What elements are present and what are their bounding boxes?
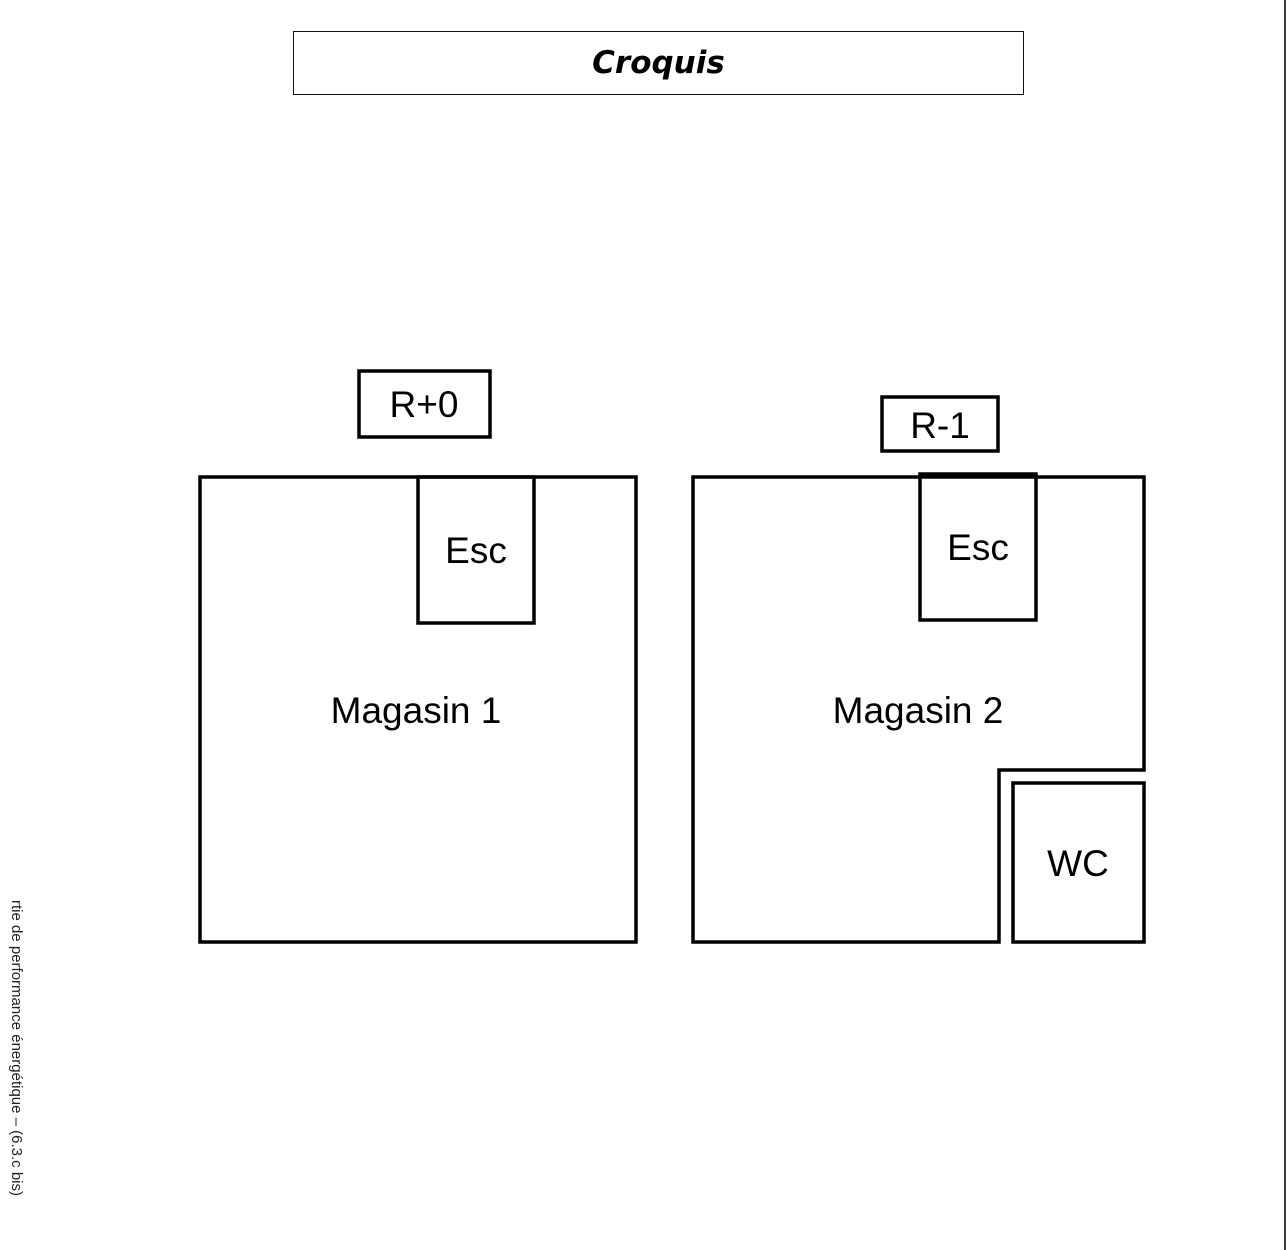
stair-label-r1: Esc [947,527,1009,568]
stair-box-r1 [918,472,1038,622]
page-title: Croquis [293,31,1024,95]
stair-box-r0 [416,475,536,625]
wc-label: WC [1047,843,1109,884]
level-label-r1: R-1 [910,405,970,446]
level-label-r0: R+0 [390,384,459,425]
page-edge-rule [1284,0,1286,1250]
room-label-magasin-1: Magasin 1 [331,690,502,731]
wc-box [1011,781,1146,944]
level-label-box-r0 [357,369,492,439]
level-label-box-r1 [880,395,1000,453]
magasin-2-outline [691,475,1146,944]
stair-label-r0: Esc [445,530,507,571]
room-label-magasin-2: Magasin 2 [833,690,1004,731]
